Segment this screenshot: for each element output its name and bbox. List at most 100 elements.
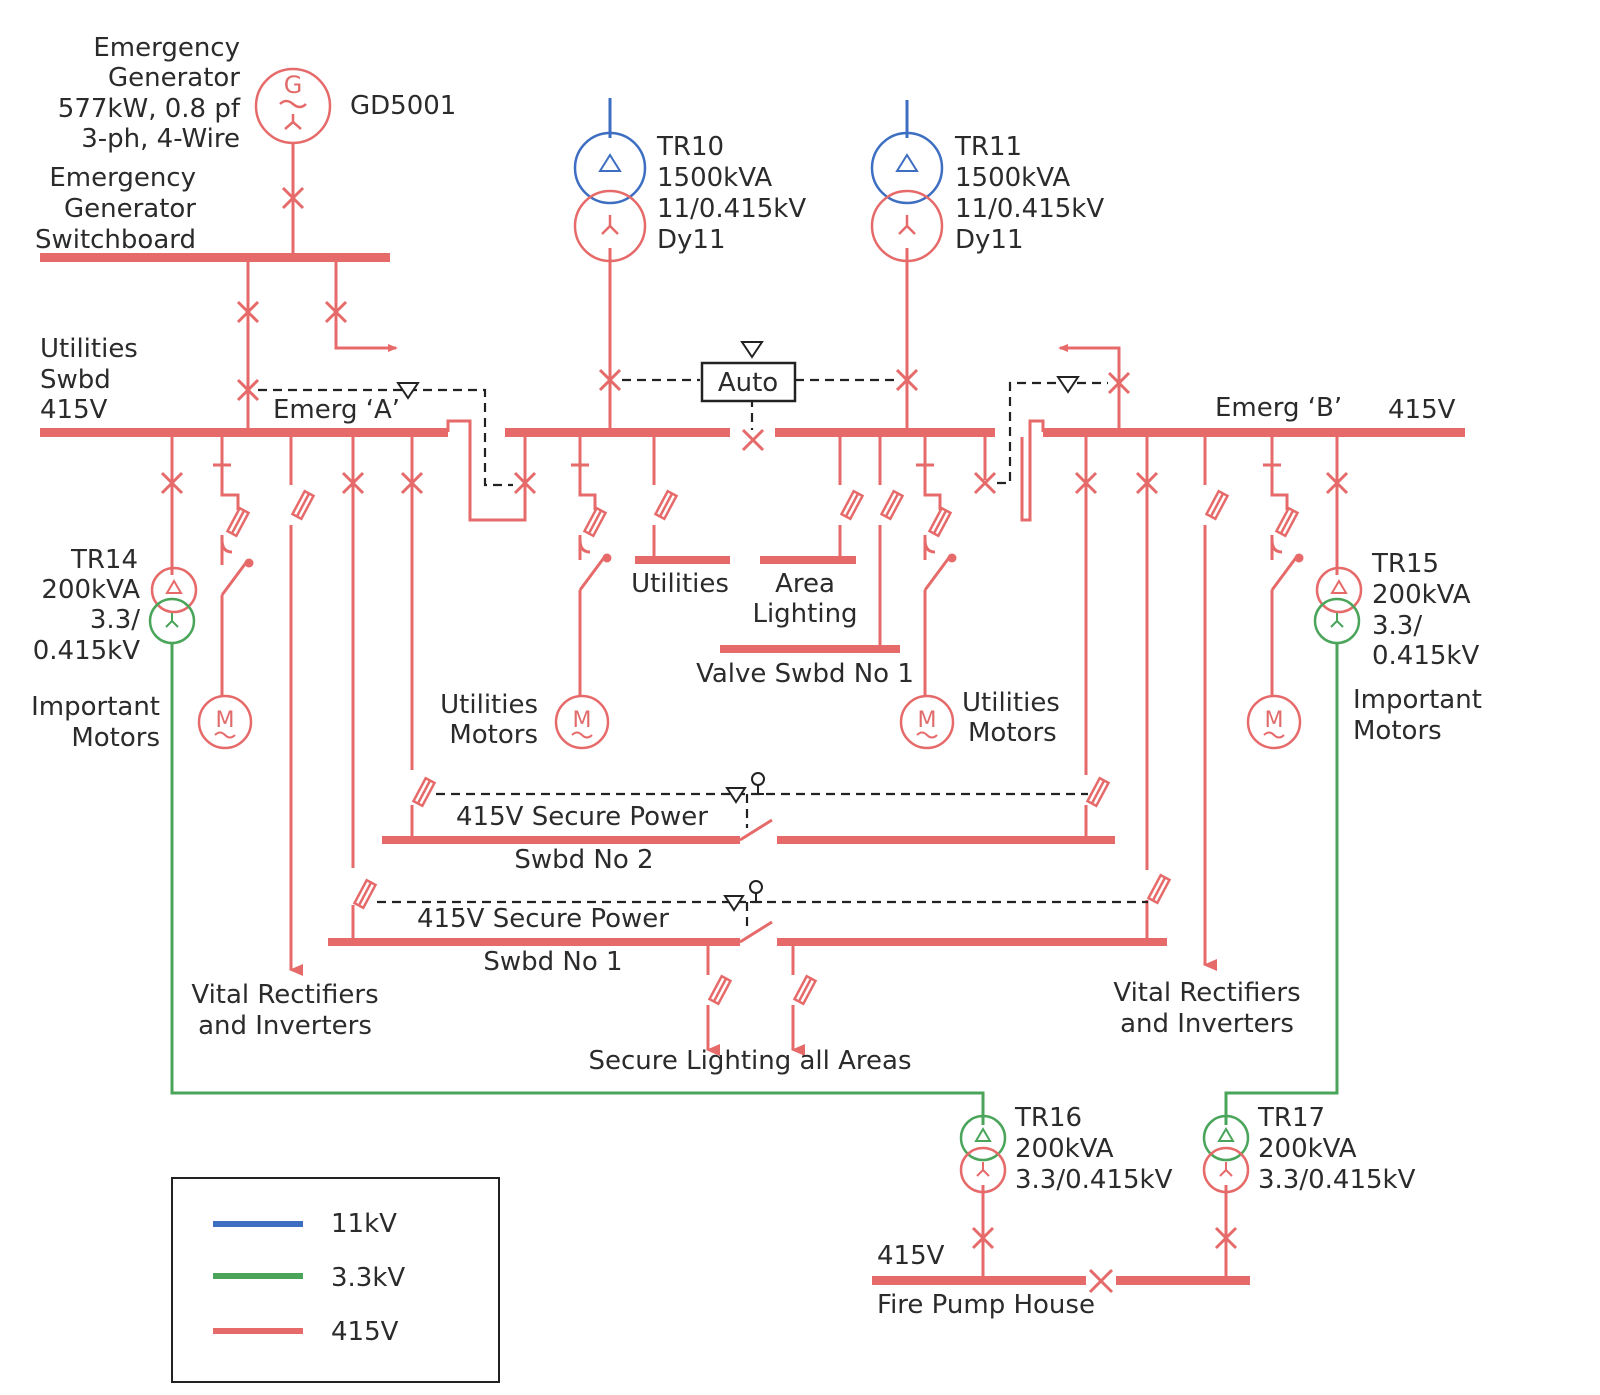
vital-rectifiers-right-2: and Inverters	[1120, 1009, 1294, 1039]
mv-feeders	[170, 642, 1339, 1125]
breaker-icon	[895, 368, 919, 392]
gen-swbd-label-2: Generator	[64, 194, 196, 224]
transformer-tr11	[870, 131, 944, 263]
generator-label-2: Generator	[108, 63, 240, 93]
legend-item-3-3kv: 3.3kV	[213, 1263, 405, 1293]
fuse-icon	[225, 506, 251, 538]
contactor-icon	[578, 539, 612, 591]
interlock-triangle-icon	[1056, 376, 1080, 394]
secure-power-2-bus-left	[382, 836, 740, 844]
tr14-label-2: 200kVA	[41, 575, 140, 605]
breaker-icon	[236, 300, 260, 324]
secure-power-1-bus-left	[328, 938, 740, 946]
motors: M M M M	[197, 694, 1302, 750]
delta-winding-icon	[598, 153, 622, 172]
motor-letter: M	[1265, 708, 1284, 733]
tr14-label-3: 3.3/	[90, 605, 140, 635]
circuit-breakers	[160, 186, 1349, 1294]
transformer-tr17	[1202, 1114, 1250, 1194]
fuse-icon	[290, 489, 316, 521]
utilities-swbd-bus-b-left	[775, 428, 995, 437]
tr17-label-3: 3.3/0.415kV	[1258, 1165, 1416, 1195]
transformer-tr10	[573, 131, 647, 263]
interlock-triangle-icon	[723, 895, 745, 912]
key-icon	[751, 772, 765, 795]
breaker-icon	[400, 471, 424, 495]
tr10-label-3: 11/0.415kV	[657, 194, 806, 224]
breaker-icon	[1088, 1268, 1114, 1294]
isolator-icon	[571, 463, 589, 476]
tr15-label-3: 3.3/	[1372, 611, 1422, 641]
motor-letter: M	[918, 708, 937, 733]
delta-winding-icon	[1330, 579, 1348, 594]
legend-label: 3.3kV	[331, 1263, 405, 1293]
fuse-icon	[1085, 776, 1111, 808]
star-winding-icon	[1330, 613, 1344, 628]
motor-icon: M	[899, 694, 955, 750]
tr17-label-1: TR17	[1257, 1103, 1325, 1133]
tr10-label-1: TR10	[656, 132, 724, 162]
fire-pump-bus-right	[1116, 1276, 1250, 1285]
fuse-icon	[792, 974, 818, 1006]
interlocks	[258, 378, 1148, 930]
interlock-markers	[396, 341, 1080, 912]
utilities-swbd-bus-b-right	[1043, 428, 1465, 437]
gen-swbd-label-1: Emergency	[49, 163, 196, 193]
bus-b-voltage: 415V	[1388, 395, 1456, 425]
important-motors-left-1: Important	[31, 692, 160, 722]
tr16-label-2: 200kVA	[1015, 1134, 1114, 1164]
fire-pump-label: Fire Pump House	[877, 1290, 1095, 1320]
interlock-triangle-icon	[740, 341, 764, 359]
utilities-motors-left-1: Utilities	[440, 690, 538, 720]
fuse-icon	[707, 974, 733, 1006]
contactor-icon	[1270, 539, 1304, 591]
breaker-icon	[973, 471, 997, 495]
secure-power-1-sub: Swbd No 1	[483, 947, 622, 977]
utilities-motors-right-2: Motors	[968, 718, 1057, 748]
fuse-icon	[411, 776, 437, 808]
fuse-icon	[1204, 489, 1230, 521]
secure-power-2-title: 415V Secure Power	[456, 802, 708, 832]
utilities-motors-left-2: Motors	[449, 720, 538, 750]
breaker-icon	[1325, 471, 1349, 495]
valve-swbd-bus	[720, 645, 900, 653]
vital-rectifiers-left-2: and Inverters	[198, 1011, 372, 1041]
delta-winding-icon	[974, 1127, 992, 1142]
isolator-icon	[1263, 463, 1281, 476]
fuse-icon	[582, 506, 608, 538]
breaker-icon	[160, 471, 184, 495]
motor-letter: M	[573, 708, 592, 733]
fuse-icon	[927, 506, 953, 538]
auto-box: Auto	[700, 361, 797, 403]
tr10-label-2: 1500kVA	[657, 163, 772, 193]
tr15-label-2: 200kVA	[1372, 580, 1471, 610]
fuse-icon	[879, 489, 905, 521]
utilities-bus	[635, 556, 730, 564]
legend-item-11kv: 11kV	[213, 1209, 397, 1239]
vital-rectifiers-left-1: Vital Rectifiers	[191, 980, 378, 1010]
motor-icon: M	[1246, 694, 1302, 750]
star-winding-icon	[1219, 1162, 1233, 1177]
tr15-label-4: 0.415kV	[1372, 641, 1479, 671]
busbars	[40, 253, 1465, 1285]
area-lighting-bus	[760, 556, 856, 564]
hv-feeders	[608, 98, 909, 138]
secure-power-1-title: 415V Secure Power	[417, 904, 669, 934]
tr11-label-1: TR11	[954, 132, 1022, 162]
motor-icon: M	[197, 694, 253, 750]
generator-symbol: G	[254, 67, 332, 145]
lv-feeders	[170, 143, 1339, 1276]
area-lighting-label-1: Area	[775, 569, 835, 599]
generator-label-3: 577kW, 0.8 pf	[58, 94, 241, 124]
tr16-label-3: 3.3/0.415kV	[1015, 1165, 1173, 1195]
star-winding-icon	[284, 114, 302, 130]
tr15-label-1: TR15	[1371, 549, 1439, 579]
legend-box	[171, 1177, 500, 1383]
utilities-swbd-bus-a-right	[505, 428, 730, 437]
important-motors-left-2: Motors	[71, 723, 160, 753]
tr11-label-2: 1500kVA	[955, 163, 1070, 193]
area-lighting-label-2: Lighting	[752, 599, 857, 629]
gen-swbd-label-3: Switchboard	[35, 225, 196, 255]
fuse-icon	[1146, 873, 1172, 905]
